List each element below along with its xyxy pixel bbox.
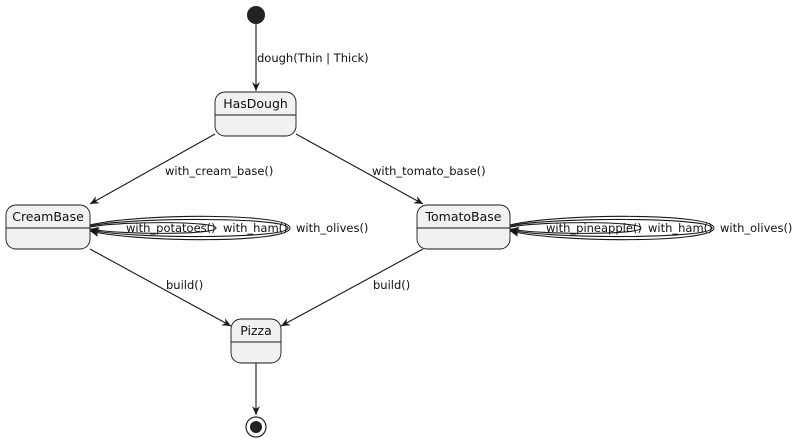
state-has-dough-name: HasDough <box>223 96 288 111</box>
transition-with-tomato-base-arrow <box>295 133 424 205</box>
state-tomato-base-name: TomatoBase <box>425 209 502 224</box>
self-loop-label-with-olives-cream: with_olives() <box>296 221 368 235</box>
self-loop-label-with-olives-tomato: with_olives() <box>720 221 792 235</box>
transition-tomato-build-arrow <box>280 248 424 327</box>
transition-with-tomato-base-label: with_tomato_base() <box>372 164 486 178</box>
state-has-dough: HasDough <box>214 91 297 137</box>
self-loop-label-with-ham-tomato: with_ham() <box>648 221 713 235</box>
state-pizza-name: Pizza <box>240 323 272 338</box>
self-loop-with-ham-cream <box>89 218 289 238</box>
self-loop-label-with-ham-cream: with_ham() <box>223 221 288 235</box>
state-pizza: Pizza <box>230 318 282 364</box>
state-cream-base: CreamBase <box>5 204 91 250</box>
initial-state <box>247 6 265 24</box>
self-loop-label-with-potatoes: with_potatoes() <box>126 221 216 235</box>
state-cream-base-name: CreamBase <box>12 209 84 224</box>
state-tomato-base: TomatoBase <box>416 204 511 250</box>
self-loop-with-olives-tomato <box>509 215 715 241</box>
final-state <box>245 416 267 438</box>
self-loop-with-pineapple <box>509 222 642 235</box>
transition-cream-build-arrow <box>89 248 232 327</box>
self-loop-with-potatoes <box>89 222 217 235</box>
transition-with-cream-base-arrow <box>89 133 216 205</box>
transition-tomato-build-label: build() <box>373 278 410 292</box>
self-loop-with-olives-cream <box>89 215 291 241</box>
transition-dough-label: dough(Thin | Thick) <box>257 51 369 65</box>
self-loop-with-ham-tomato <box>509 218 713 238</box>
transition-cream-build-label: build() <box>166 278 203 292</box>
self-loop-label-with-pineapple: with_pineapple() <box>546 221 642 235</box>
transition-with-cream-base-label: with_cream_base() <box>165 164 273 178</box>
